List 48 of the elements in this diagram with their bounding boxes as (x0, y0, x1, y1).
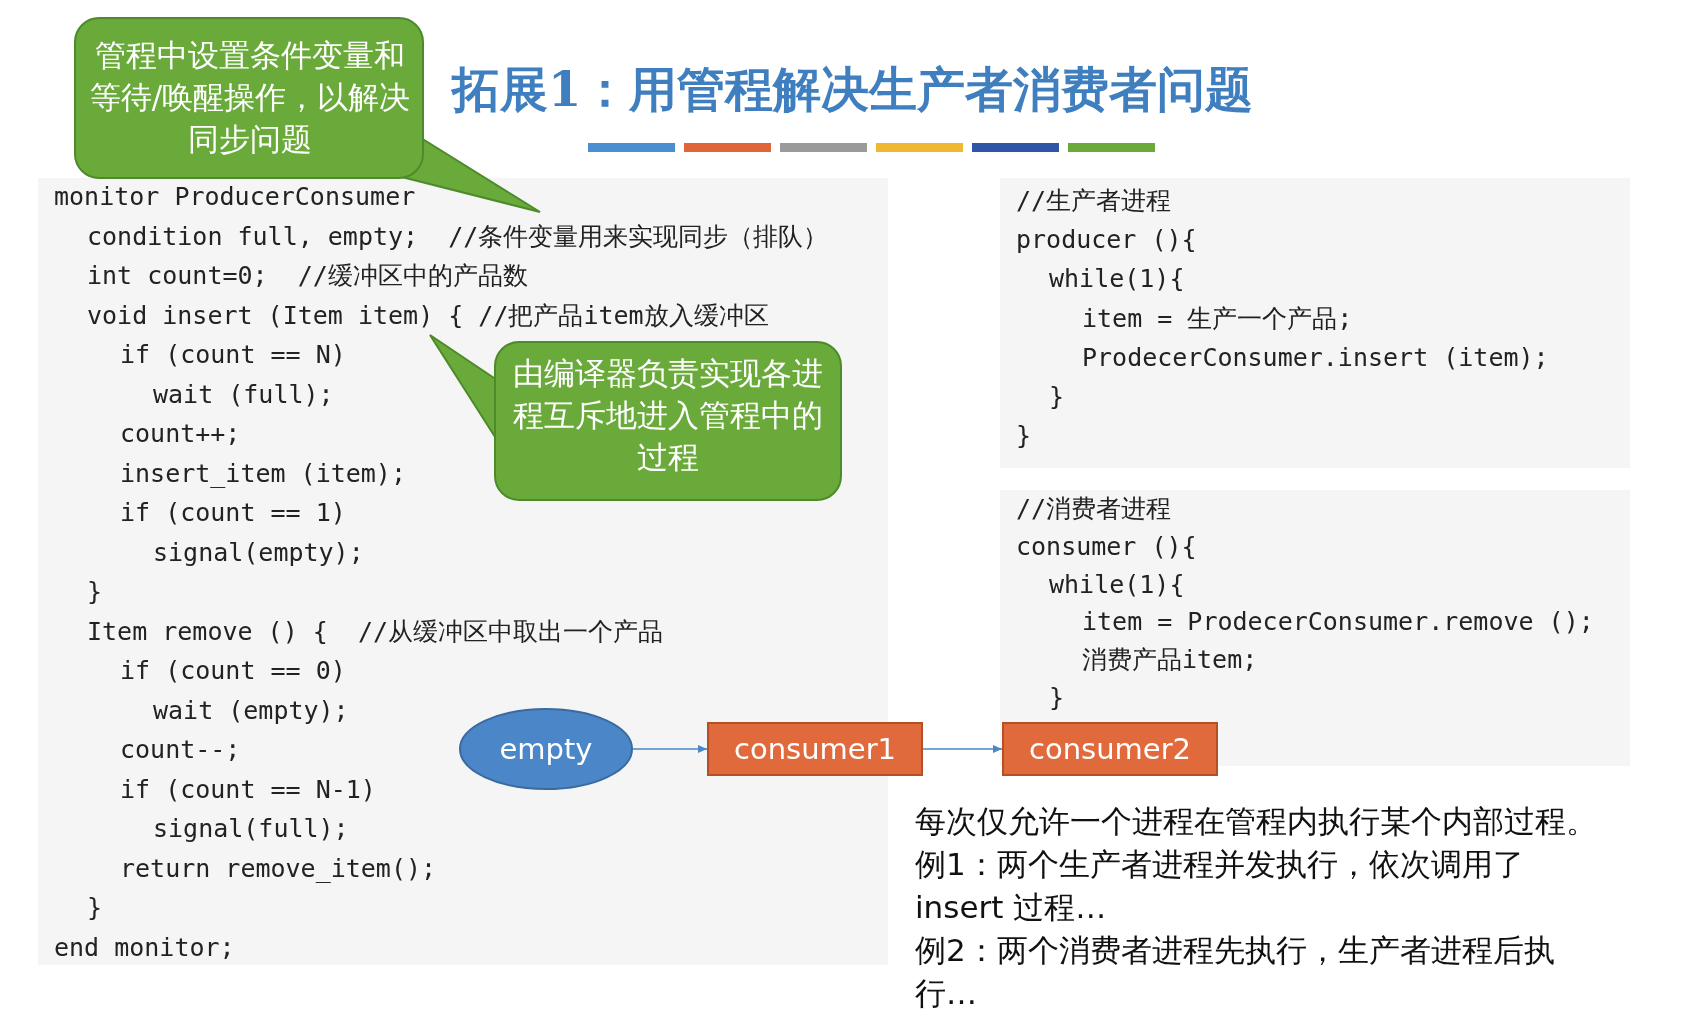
code-line: item = 生产一个产品; (1082, 303, 1353, 334)
code-line: return remove_item(); (120, 853, 437, 884)
code-panel (1000, 490, 1630, 766)
process-box (707, 722, 923, 776)
code-line: count++; (120, 419, 241, 449)
code-line: } (87, 577, 103, 607)
process-box (1002, 722, 1218, 776)
node-label: consumer1 (734, 732, 896, 766)
code-line: count--; (120, 735, 241, 765)
callout-text: 由编译器负责实现各进程互斥地进入管程中的过程 (512, 354, 824, 477)
code-line: while(1){ (1049, 569, 1185, 600)
code-line: if (count == N) (120, 340, 346, 370)
code-line: if (count == N-1) (120, 774, 376, 805)
code-line: signal(full); (153, 814, 349, 844)
code-line: wait (empty); (153, 695, 349, 726)
code-line: condition full, empty; //条件变量用来实现同步（排队） (87, 221, 829, 252)
code-line: signal(empty); (153, 537, 364, 568)
arrow (922, 745, 1003, 753)
code-line: ProdecerConsumer.insert (item); (1082, 342, 1549, 373)
arrow (632, 745, 708, 753)
code-line: item = ProdecerConsumer.remove (); (1082, 607, 1594, 638)
code-line: Item remove () { //从缓冲区中取出一个产品 (87, 616, 664, 647)
slide-title: 拓展1：用管程解决生产者消费者问题 (452, 60, 1254, 119)
code-line: void insert (Item item) { //把产品item放入缓冲区 (87, 300, 769, 331)
code-line: //生产者进程 (1016, 186, 1172, 216)
code-line: end monitor; (54, 932, 235, 963)
code-line: wait (full); (153, 379, 334, 410)
node-label: consumer2 (1029, 732, 1191, 766)
code-line: monitor ProducerConsumer (54, 182, 416, 212)
note-text: 例2：两个消费者进程先执行，生产者进程后执行… (915, 931, 1556, 1013)
code-line: insert_item (item); (120, 458, 406, 489)
code-line: //消费者进程 (1016, 494, 1172, 524)
ellipse-node (459, 708, 633, 790)
node-label: empty (499, 732, 593, 766)
code-line: producer (){ (1016, 225, 1197, 256)
code-line: if (count == 0) (120, 656, 346, 686)
code-line: } (1016, 421, 1032, 452)
note-text: 每次仅允许一个进程在管程内执行某个内部过程。 (915, 802, 1598, 841)
code-line: consumer (){ (1016, 531, 1197, 562)
code-line: 消费产品item; (1082, 645, 1258, 676)
callout-text: 管程中设置条件变量和等待/唤醒操作，以解决同步问题 (88, 36, 412, 159)
code-line: if (count == 1) (120, 498, 346, 528)
code-line: } (87, 893, 103, 923)
code-line: } (1049, 382, 1065, 412)
code-line: int count=0; //缓冲区中的产品数 (87, 261, 528, 291)
code-line: while(1){ (1049, 264, 1185, 295)
code-line: } (1049, 683, 1065, 713)
note-text: 例1：两个生产者进程并发执行，依次调用了 insert 过程… (915, 845, 1525, 927)
